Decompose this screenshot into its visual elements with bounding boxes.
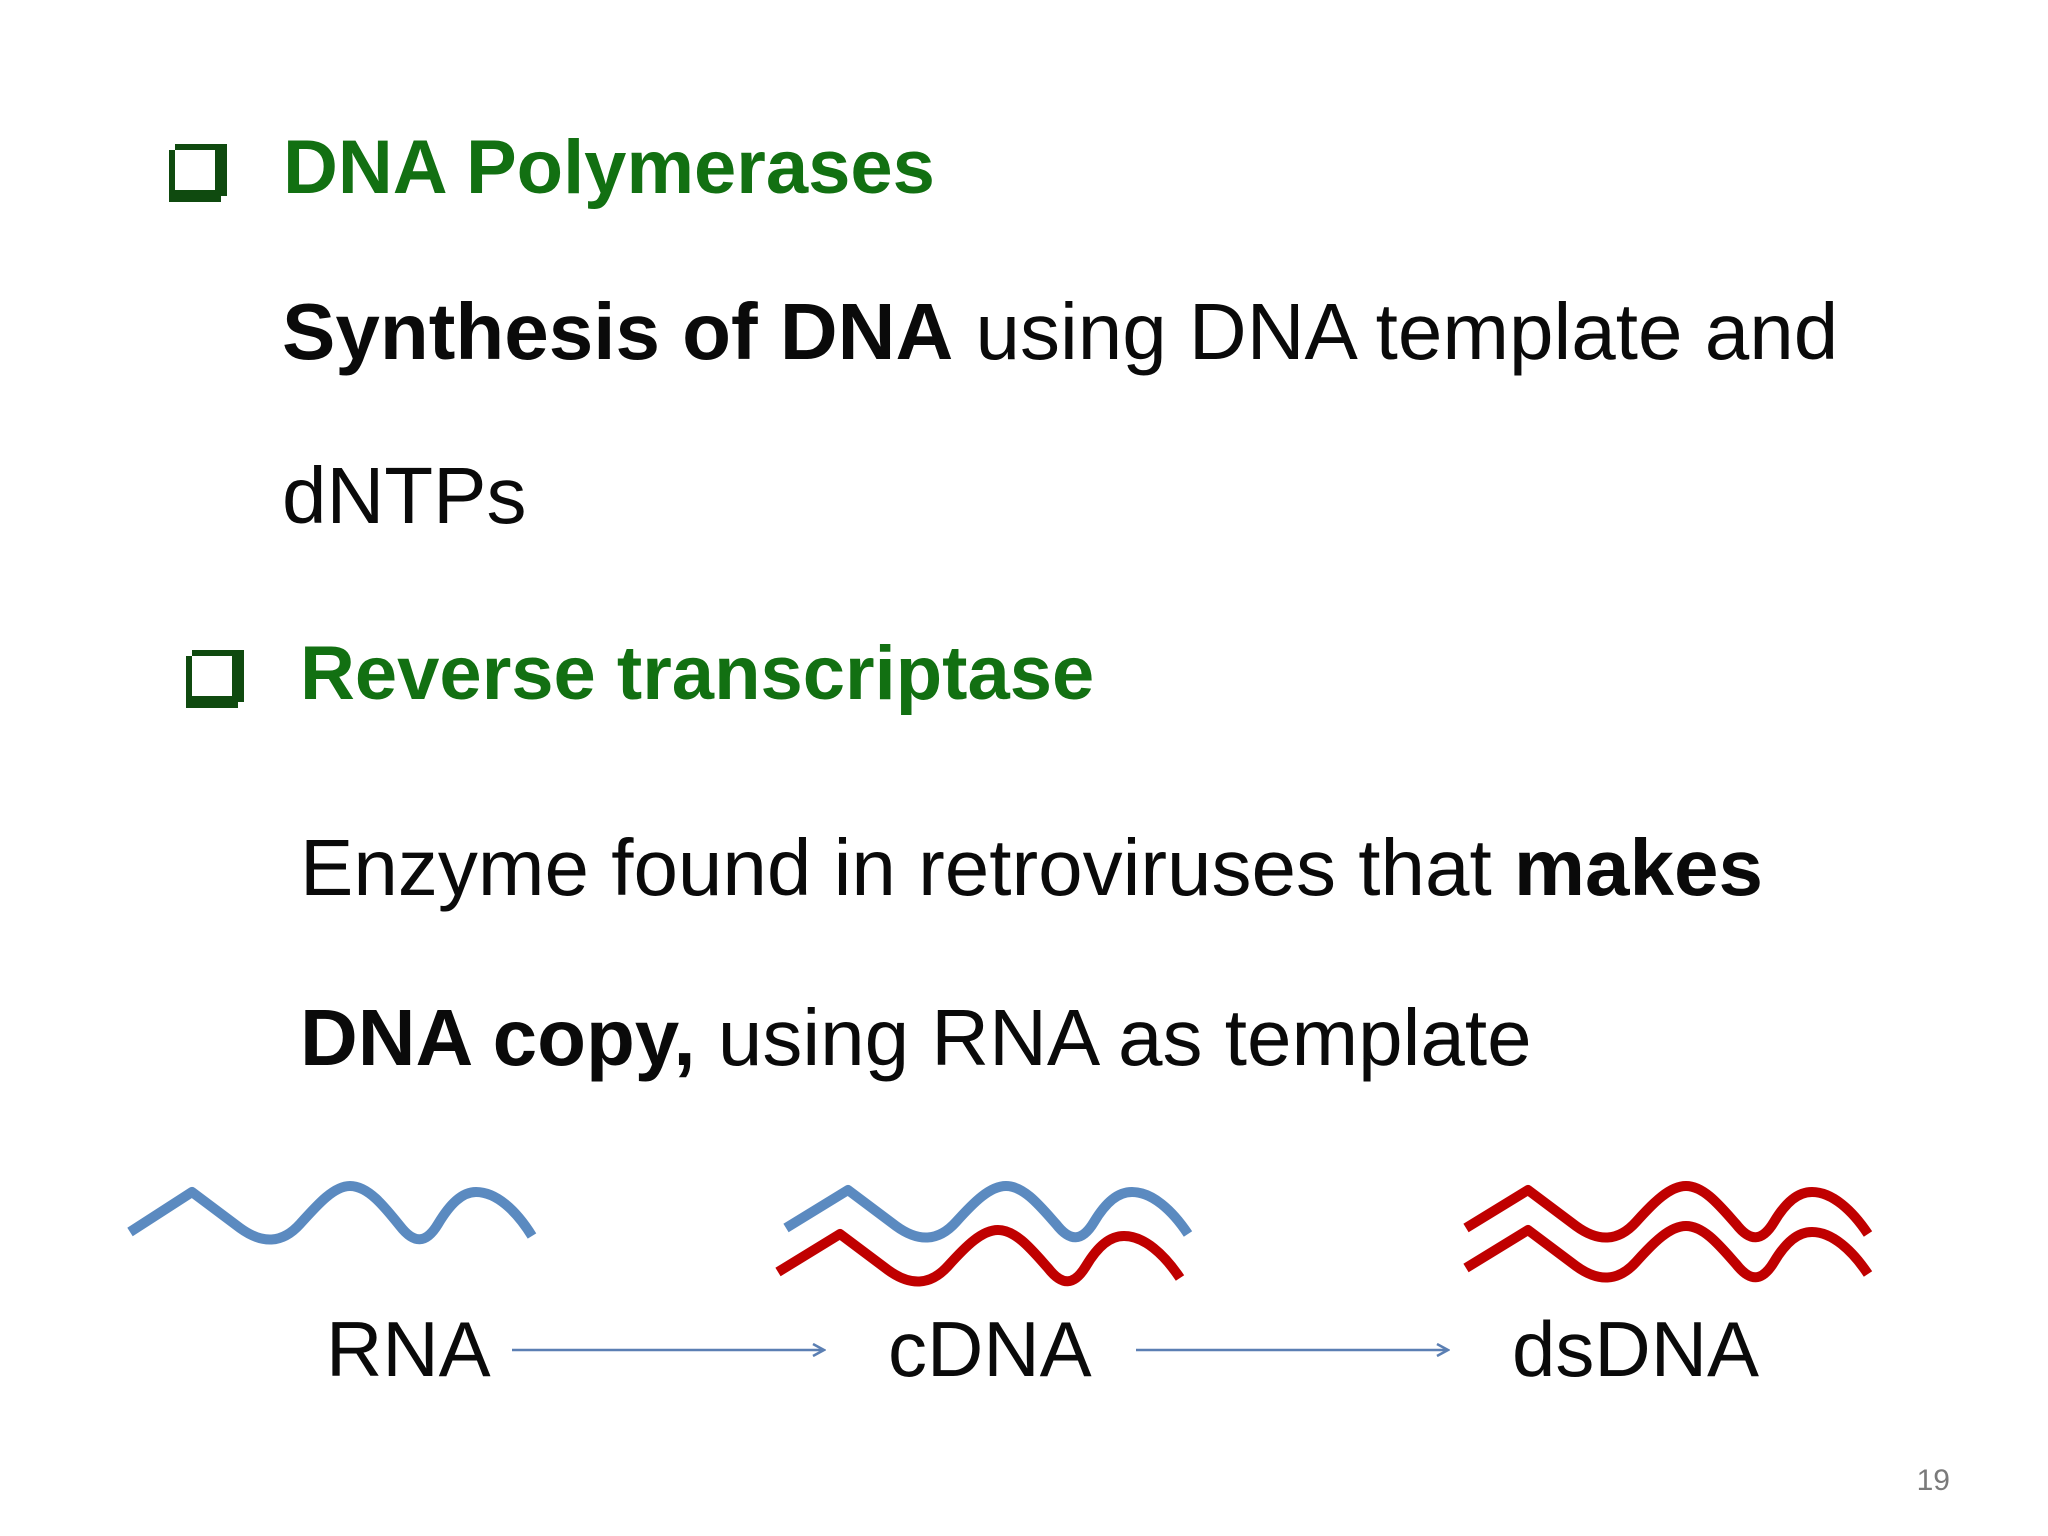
normal-text: dNTPs <box>282 451 527 540</box>
normal-text: Enzyme found in retroviruses that <box>300 823 1514 912</box>
bold-text: DNA copy, <box>300 993 696 1082</box>
bold-text: makes <box>1513 823 1764 912</box>
dna-strand <box>1463 1221 1873 1283</box>
checkbox-bullet-icon <box>165 140 227 202</box>
diagram-label-dsdna: dsDNA <box>1512 1305 1760 1393</box>
body-text-line: Synthesis of DNA using DNA template and <box>282 292 1838 372</box>
checkbox-bullet-icon <box>182 646 244 708</box>
rna-strand <box>783 1181 1193 1243</box>
section-heading: Reverse transcriptase <box>300 631 1095 716</box>
rna-strand <box>127 1181 537 1245</box>
normal-text: using RNA as template <box>695 993 1532 1082</box>
diagram-label-cdna: cDNA <box>888 1305 1092 1393</box>
body-text-line: DNA copy, using RNA as template <box>300 998 1532 1078</box>
bold-text: Synthesis of DNA <box>282 287 954 376</box>
diagram-label-rna: RNA <box>326 1305 491 1393</box>
body-text-line: dNTPs <box>282 456 527 536</box>
section-heading-row: Reverse transcriptase <box>182 636 1094 712</box>
normal-text: using DNA template and <box>953 287 1839 376</box>
dna-strand <box>1463 1181 1873 1243</box>
body-text-line: Enzyme found in retroviruses that makes <box>300 828 1763 908</box>
dna-strand <box>775 1225 1185 1287</box>
section-heading-row: DNA Polymerases <box>165 130 935 206</box>
section-heading: DNA Polymerases <box>283 125 935 210</box>
page-number: 19 <box>1916 1464 1950 1497</box>
